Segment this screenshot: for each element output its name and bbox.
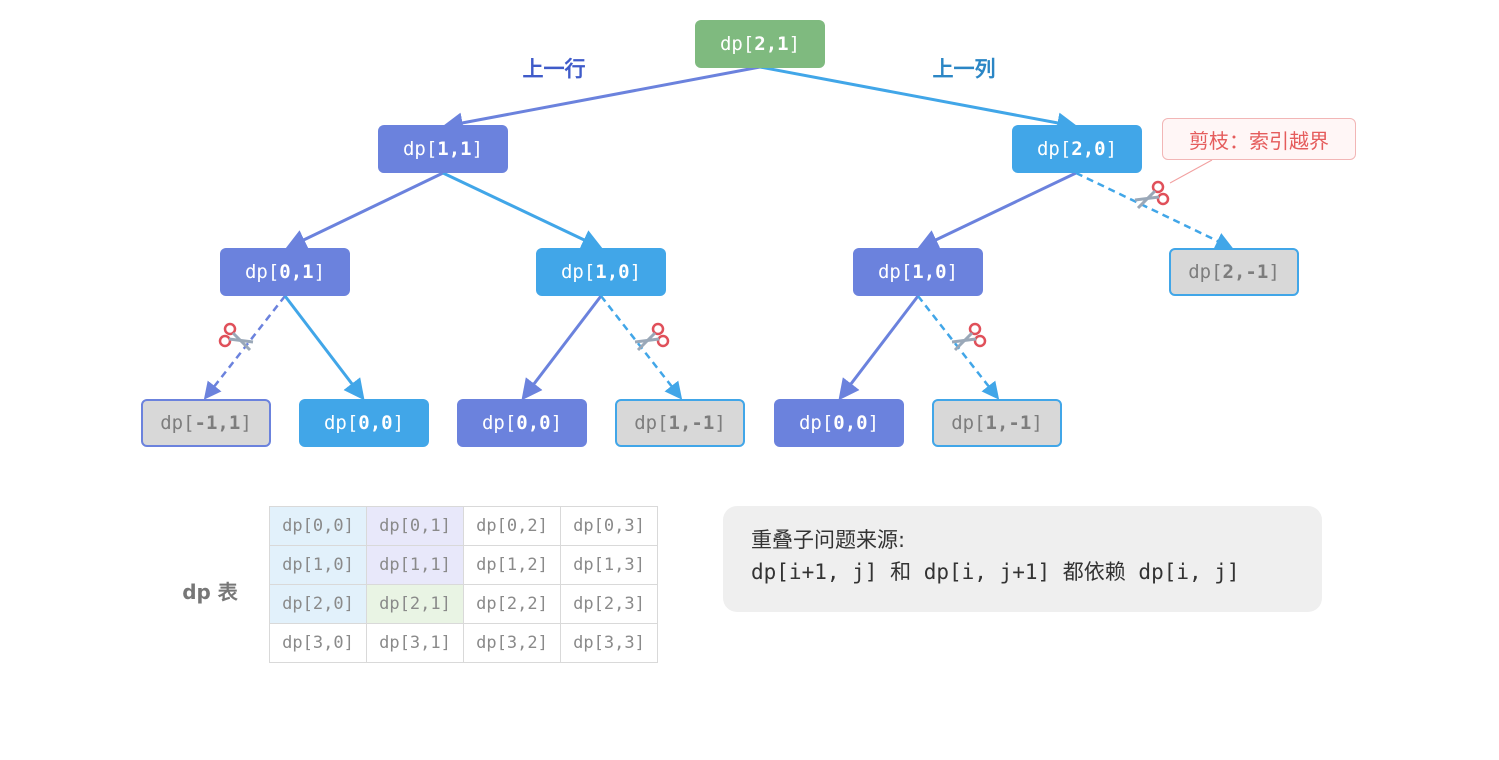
- edge-21-to-20: [759, 65, 1079, 134]
- node-prefix: dp[: [951, 412, 986, 434]
- edge-label-row-text: 上一行: [522, 57, 586, 81]
- scissors-icon: [951, 322, 987, 352]
- dp-table-row: dp[0,0]dp[0,1]dp[0,2]dp[0,3]: [269, 506, 658, 546]
- node-dp-2-m1-pruned: dp[2,-1]: [1169, 248, 1299, 296]
- dp-table-cell: dp[0,0]: [269, 506, 367, 546]
- node-prefix: dp[: [1188, 261, 1223, 283]
- dp-table-cell: dp[1,1]: [366, 545, 464, 585]
- edge-label-row: 上一行: [494, 53, 614, 83]
- node-prefix: dp[: [877, 261, 913, 283]
- node-index: 2,1: [754, 33, 789, 55]
- edge-10-to-00: [521, 295, 603, 401]
- node-index: 1,0: [912, 261, 947, 283]
- dp-table-row: dp[1,0]dp[1,1]dp[1,2]dp[1,3]: [269, 545, 658, 585]
- node-index: 2,-1: [1222, 261, 1269, 283]
- node-prefix: dp[: [560, 261, 596, 283]
- node-prefix: dp[: [798, 412, 834, 434]
- node-index: 1,0: [595, 261, 630, 283]
- node-dp-m1-1-pruned: dp[-1,1]: [141, 399, 271, 447]
- edge-20-to-10: [917, 171, 1077, 250]
- edge-11-to-10: [442, 171, 603, 250]
- node-prefix: dp[: [634, 412, 669, 434]
- node-dp-1-0-a: dp[1,0]: [536, 248, 666, 296]
- dp-table-cell: dp[0,2]: [463, 506, 561, 546]
- node-index: 0,0: [833, 412, 868, 434]
- node-suffix: ]: [1105, 138, 1118, 160]
- node-index: 0,1: [279, 261, 314, 283]
- node-prefix: dp[: [1036, 138, 1072, 160]
- overlap-note: 重叠子问题来源: dp[i+1, j] 和 dp[i, j+1] 都依赖 dp[…: [723, 506, 1322, 612]
- node-suffix: ]: [1268, 261, 1280, 283]
- node-prefix: dp[: [481, 412, 517, 434]
- dp-table-cell: dp[2,0]: [269, 584, 367, 624]
- callout-pointer: [1169, 159, 1213, 184]
- node-dp-2-1: dp[2,1]: [695, 20, 825, 68]
- edge-20-to-2m1: [1075, 171, 1234, 249]
- dp-table: dp[0,0]dp[0,1]dp[0,2]dp[0,3]dp[1,0]dp[1,…: [269, 506, 658, 663]
- node-prefix: dp[: [323, 412, 359, 434]
- node-suffix: ]: [392, 412, 405, 434]
- dp-table-cell: dp[2,1]: [366, 584, 464, 624]
- dp-table-cell: dp[1,3]: [560, 545, 658, 585]
- dp-table-cell: dp[3,1]: [366, 623, 464, 663]
- node-suffix: ]: [629, 261, 642, 283]
- node-suffix: ]: [714, 412, 726, 434]
- dp-table-cell: dp[0,3]: [560, 506, 658, 546]
- edge-01-to-00: [283, 295, 365, 401]
- edge-11-to-01: [285, 171, 444, 250]
- edge-10b-to-00: [838, 295, 920, 401]
- node-suffix: ]: [240, 412, 252, 434]
- dp-table-cell: dp[2,3]: [560, 584, 658, 624]
- node-index: 2,0: [1071, 138, 1106, 160]
- node-dp-1-m1-a-pruned: dp[1,-1]: [615, 399, 745, 447]
- node-suffix: ]: [313, 261, 326, 283]
- node-index: 1,-1: [985, 412, 1032, 434]
- node-suffix: ]: [1031, 412, 1043, 434]
- node-dp-1-1: dp[1,1]: [378, 125, 508, 173]
- dp-table-cell: dp[3,2]: [463, 623, 561, 663]
- scissors-icon: [634, 322, 670, 352]
- node-suffix: ]: [550, 412, 563, 434]
- node-dp-0-0-b: dp[0,0]: [457, 399, 587, 447]
- node-dp-0-1: dp[0,1]: [220, 248, 350, 296]
- node-suffix: ]: [867, 412, 880, 434]
- node-index: 1,1: [437, 138, 472, 160]
- dp-table-cell: dp[3,3]: [560, 623, 658, 663]
- node-dp-0-0-c: dp[0,0]: [774, 399, 904, 447]
- node-prefix: dp[: [160, 412, 195, 434]
- node-dp-1-m1-b-pruned: dp[1,-1]: [932, 399, 1062, 447]
- scissors-icon: [1134, 180, 1170, 210]
- dp-table-cell: dp[2,2]: [463, 584, 561, 624]
- node-prefix: dp[: [719, 33, 755, 55]
- node-dp-1-0-b: dp[1,0]: [853, 248, 983, 296]
- overlap-note-body: dp[i+1, j] 和 dp[i, j+1] 都依赖 dp[i, j]: [751, 560, 1240, 584]
- prune-callout-text: 剪枝：索引越界: [1189, 128, 1329, 153]
- node-index: -1,1: [194, 412, 241, 434]
- node-index: 1,-1: [668, 412, 715, 434]
- dp-table-label: dp 表: [182, 580, 238, 604]
- edge-label-col-text: 上一列: [932, 57, 996, 81]
- node-index: 0,0: [358, 412, 393, 434]
- dp-table-cell: dp[0,1]: [366, 506, 464, 546]
- node-suffix: ]: [471, 138, 484, 160]
- dp-table-row: dp[2,0]dp[2,1]dp[2,2]dp[2,3]: [269, 584, 658, 624]
- node-suffix: ]: [946, 261, 959, 283]
- node-index: 0,0: [516, 412, 551, 434]
- edge-21-to-11: [441, 65, 761, 134]
- overlap-note-title: 重叠子问题来源:: [751, 528, 906, 552]
- node-dp-0-0-a: dp[0,0]: [299, 399, 429, 447]
- node-prefix: dp[: [402, 138, 438, 160]
- dp-table-row: dp[3,0]dp[3,1]dp[3,2]dp[3,3]: [269, 623, 658, 663]
- dp-table-cell: dp[3,0]: [269, 623, 367, 663]
- dp-table-cell: dp[1,2]: [463, 545, 561, 585]
- node-prefix: dp[: [244, 261, 280, 283]
- dp-table-cell: dp[1,0]: [269, 545, 367, 585]
- node-dp-2-0: dp[2,0]: [1012, 125, 1142, 173]
- edge-label-col: 上一列: [904, 53, 1024, 83]
- node-suffix: ]: [788, 33, 801, 55]
- scissors-icon: [218, 322, 254, 352]
- prune-callout: 剪枝：索引越界: [1162, 118, 1356, 160]
